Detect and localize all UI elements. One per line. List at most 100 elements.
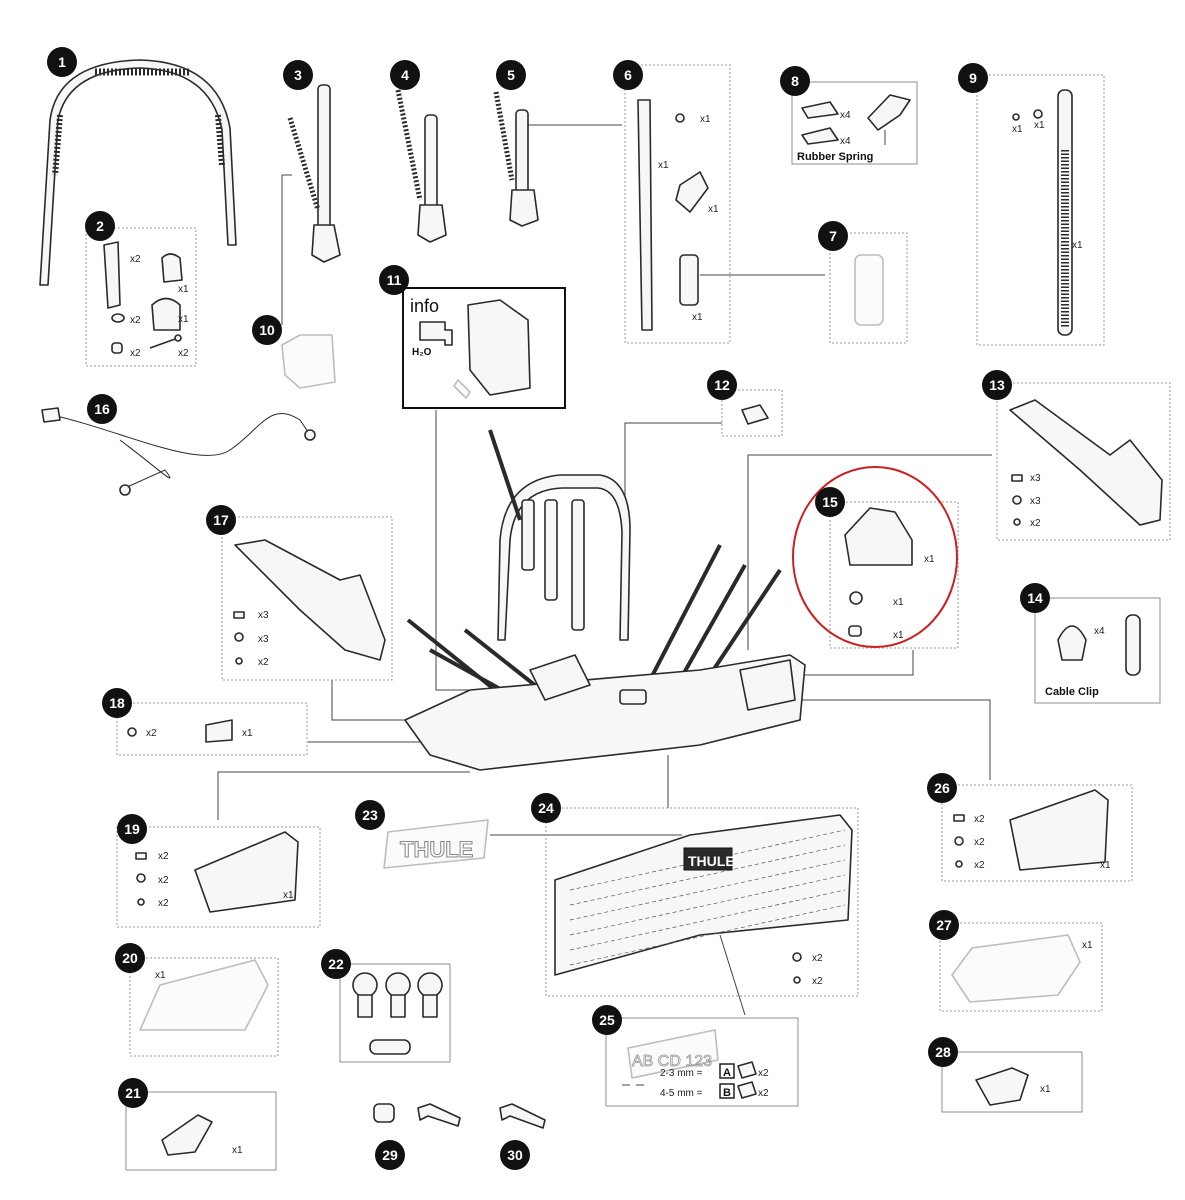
- badge-28: 28: [928, 1037, 958, 1067]
- qty-label: x1: [1034, 120, 1045, 131]
- badge-number: 20: [122, 950, 138, 966]
- spacer-b-label: B: [723, 1087, 731, 1099]
- part-24-grille: THULE x2 x2: [545, 807, 859, 997]
- qty-label: x1: [658, 160, 669, 171]
- badge-number: 7: [829, 228, 837, 244]
- qty-label: x1: [178, 284, 189, 295]
- part-1-frame: [39, 59, 237, 286]
- qty-label: x2: [758, 1088, 769, 1099]
- part-29-lock-and-key: [373, 1103, 461, 1127]
- qty-label: x3: [258, 634, 269, 645]
- qty-label: x2: [130, 348, 141, 359]
- qty-label: x3: [1030, 496, 1041, 507]
- badge-number: 29: [382, 1147, 398, 1163]
- badge-number: 2: [96, 218, 104, 234]
- qty-label: x2: [178, 348, 189, 359]
- qty-label: x1: [1082, 940, 1093, 951]
- part-6-group: x1 x1 x1 x1: [624, 64, 731, 344]
- badge-number: 16: [94, 401, 110, 417]
- qty-label: x1: [242, 728, 253, 739]
- badge-number: 22: [328, 956, 344, 972]
- badge-26: 26: [927, 773, 957, 803]
- part-12-group: [721, 389, 783, 437]
- highlight-circle: [792, 466, 958, 648]
- part-9-group: x1 x1 x1: [976, 74, 1105, 346]
- part-23-thule-sticker: THULE: [383, 819, 489, 869]
- badge-number: 9: [969, 70, 977, 86]
- part-30-key: [499, 1103, 546, 1129]
- badge-number: 25: [599, 1012, 615, 1028]
- badge-number: 18: [109, 695, 125, 711]
- qty-label: x1: [1040, 1084, 1051, 1095]
- badge-10: 10: [252, 315, 282, 345]
- badge-7: 7: [818, 221, 848, 251]
- mm-b-label: 4-5 mm =: [660, 1088, 703, 1099]
- qty-label: x2: [974, 860, 985, 871]
- badge-number: 24: [538, 800, 554, 816]
- qty-label: x4: [840, 110, 851, 121]
- badge-3: 3: [283, 60, 313, 90]
- part-11-info-box: info H₂O: [402, 287, 566, 409]
- qty-label: x1: [692, 312, 703, 323]
- qty-label: x2: [158, 851, 169, 862]
- badge-number: 12: [714, 377, 730, 393]
- part-10-cap: [281, 334, 336, 389]
- badge-number: 8: [791, 73, 799, 89]
- badge-11: 11: [379, 265, 409, 295]
- part-28-group: x1: [941, 1051, 1083, 1113]
- qty-label: x3: [1030, 473, 1041, 484]
- spacer-a-label: A: [723, 1067, 731, 1079]
- badge-22: 22: [321, 949, 351, 979]
- badge-20: 20: [115, 943, 145, 973]
- badge-5: 5: [496, 60, 526, 90]
- qty-label: x1: [1012, 124, 1023, 135]
- part-22-bulbs: [339, 963, 451, 1063]
- badge-number: 13: [989, 377, 1005, 393]
- qty-label: x1: [924, 554, 935, 565]
- part-21-group: x1: [125, 1091, 277, 1171]
- qty-label: x2: [130, 254, 141, 265]
- badge-number: 14: [1027, 590, 1043, 606]
- qty-label: x1: [232, 1145, 243, 1156]
- part-4-arm: [395, 89, 447, 243]
- qty-label: x1: [893, 630, 904, 641]
- badge-number: 21: [125, 1085, 141, 1101]
- qty-label: x2: [158, 875, 169, 886]
- qty-label: x2: [974, 837, 985, 848]
- h2o-label: H₂O: [412, 347, 432, 358]
- badge-14: 14: [1020, 583, 1050, 613]
- qty-label: x1: [700, 114, 711, 125]
- qty-label: x2: [812, 976, 823, 987]
- main-assembly: [404, 429, 806, 771]
- badge-18: 18: [102, 688, 132, 718]
- part-25-plate-spacers: AB CD 123 2-3 mm = A x2 4-5 mm = B x2: [605, 1017, 799, 1107]
- plate-text: AB CD 123: [632, 1053, 712, 1070]
- mm-a-label: 2-3 mm =: [660, 1068, 703, 1079]
- qty-label: x4: [1094, 626, 1105, 637]
- qty-label: x3: [258, 610, 269, 621]
- part-20-group: x1: [129, 957, 279, 1057]
- qty-label: x2: [974, 814, 985, 825]
- badge-29: 29: [375, 1140, 405, 1170]
- badge-2: 2: [85, 211, 115, 241]
- part-7-group: [829, 232, 908, 344]
- badge-30: 30: [500, 1140, 530, 1170]
- part-3-arm: [287, 84, 341, 263]
- thule-grille-logo: THULE: [688, 853, 735, 869]
- badge-number: 11: [387, 272, 402, 288]
- badge-number: 26: [934, 780, 950, 796]
- badge-number: 19: [124, 821, 140, 837]
- thule-logo-text: THULE: [400, 837, 473, 862]
- badge-number: 28: [935, 1044, 951, 1060]
- badge-27: 27: [929, 910, 959, 940]
- qty-label: x2: [158, 898, 169, 909]
- qty-label: x1: [1100, 860, 1111, 871]
- badge-number: 15: [822, 494, 838, 510]
- badge-25: 25: [592, 1005, 622, 1035]
- badge-6: 6: [613, 60, 643, 90]
- badge-1: 1: [47, 47, 77, 77]
- badge-9: 9: [958, 63, 988, 93]
- part-27-group: x1: [939, 922, 1103, 1012]
